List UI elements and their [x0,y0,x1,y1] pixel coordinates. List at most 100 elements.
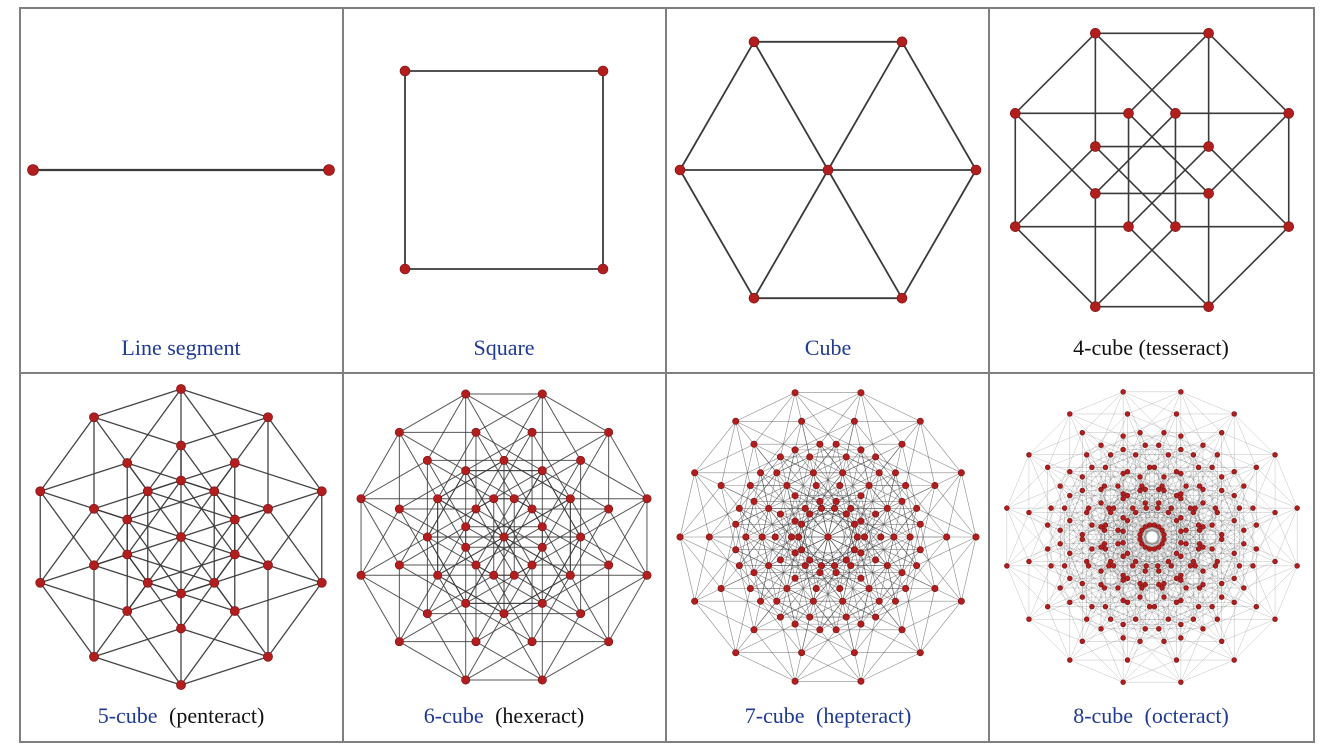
edge [864,536,880,602]
edge [1082,432,1124,474]
edge [1180,432,1222,474]
edge [901,443,962,474]
caption-square[interactable]: Square [473,335,534,360]
edge [775,508,835,538]
edge [1028,596,1083,620]
vertex [1173,411,1180,417]
edge [234,582,322,612]
edge [180,416,269,447]
vertex [806,613,814,621]
edge [1139,432,1181,474]
edge [1123,580,1177,603]
edge [1047,413,1070,468]
edge [1221,512,1276,535]
edge [860,623,921,653]
edge [1122,489,1146,543]
edge [180,554,236,629]
edge [126,519,182,594]
vertex [1209,464,1215,470]
vertex [1156,500,1162,506]
edge [1028,454,1052,509]
vertex [604,504,614,514]
edge [804,456,847,509]
vertex [842,510,850,518]
edge [739,444,755,509]
edge [1198,508,1240,550]
caption-line-segment[interactable]: Line segment [121,335,240,360]
vertex [765,562,773,570]
edge [1154,553,1177,607]
vertex [916,649,924,657]
vertex [674,164,686,176]
edge [1060,534,1083,589]
edge [1105,413,1128,468]
edge [437,459,505,500]
edge [1180,517,1204,572]
vertex [1044,604,1051,610]
edge [1127,471,1150,526]
edge [1105,565,1147,607]
caption-penteract-number[interactable]: 5-cube [98,703,158,728]
vertex [902,481,910,489]
edge [1185,507,1240,531]
caption-cube[interactable]: Cube [805,335,851,360]
edge [1193,578,1235,620]
edge [1199,476,1222,531]
edge [542,641,609,681]
edge [1105,524,1159,548]
edge [1069,498,1124,521]
caption-octeract-number[interactable]: 8-cube [1073,703,1133,728]
edge [1146,485,1200,509]
edge [854,549,896,602]
vertex [801,504,809,512]
edge [819,443,880,474]
edge [1221,561,1276,584]
edge [1149,467,1204,490]
vertex [1124,575,1131,582]
edge [1088,565,1142,589]
edge [1082,596,1136,620]
edge [580,574,648,615]
edge [1180,570,1204,625]
vertex [822,164,834,176]
vertex [537,542,547,552]
vertex [1178,553,1184,559]
vertex [1120,540,1126,546]
edge [1113,565,1136,620]
caption-hexeract-number[interactable]: 6-cube [424,703,484,728]
vertex [857,574,865,582]
edge [1180,449,1222,491]
edge [1163,561,1218,584]
edge [1110,490,1165,513]
vertex [1231,599,1237,606]
vertex [489,494,499,504]
edge [569,432,610,499]
vertex [1209,546,1215,552]
edge [1158,548,1213,572]
edge [1091,502,1146,526]
edge [901,41,977,171]
edge [821,565,837,630]
edge [1110,508,1133,562]
vertex [1231,411,1237,417]
octeract-graph [1004,389,1300,685]
edge [1176,524,1199,579]
edge [835,443,896,474]
edge [1100,570,1124,625]
edge [1127,473,1181,496]
edge [1064,565,1119,589]
edge [1180,493,1222,535]
edge [1202,489,1244,531]
edge [720,456,781,486]
vertex [1009,221,1021,232]
vertex [1143,505,1149,511]
vertex [1139,585,1145,591]
penteract-graph [35,384,327,690]
edge [1193,520,1235,562]
caption-hepteract-number[interactable]: 7-cube [745,703,805,728]
edge [267,490,323,566]
edge [1006,543,1061,567]
edge [905,524,921,589]
edge [1127,602,1181,625]
edge [1221,432,1244,487]
